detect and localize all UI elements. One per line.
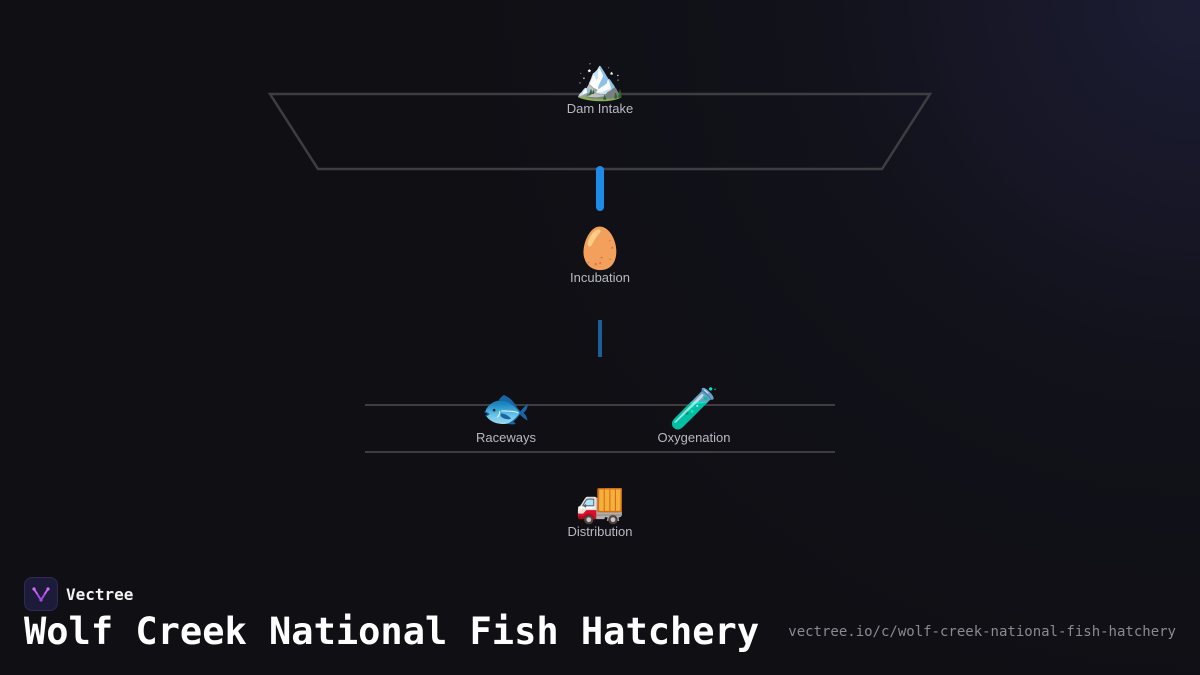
truck-icon: 🚚 [575, 480, 625, 526]
node-label: Oxygenation [657, 430, 731, 445]
brand[interactable]: Vectree [24, 577, 133, 611]
mountain-icon: 🏔️ [575, 57, 625, 103]
node-label: Distribution [567, 524, 633, 539]
node-label: Incubation [570, 270, 630, 285]
node-raceways: 🐟 Raceways [426, 386, 586, 445]
node-incubation: 🥚 Incubation [520, 226, 680, 285]
node-distribution: 🚚 Distribution [520, 480, 680, 539]
brand-name: Vectree [66, 584, 134, 604]
node-dam-intake: 🏔️ Dam Intake [520, 57, 680, 116]
vectree-logo-icon [24, 577, 58, 611]
test-tube-icon: 🧪 [669, 386, 719, 432]
node-label: Raceways [476, 430, 536, 445]
egg-icon: 🥚 [575, 226, 625, 272]
node-oxygenation: 🧪 Oxygenation [614, 386, 774, 445]
source-url[interactable]: vectree.io/c/wolf-creek-national-fish-ha… [788, 624, 1176, 640]
page-title: Wolf Creek National Fish Hatchery [24, 610, 760, 653]
intake-funnel-outline [267, 92, 933, 171]
node-label: Dam Intake [566, 101, 634, 116]
fish-icon: 🐟 [481, 386, 531, 432]
